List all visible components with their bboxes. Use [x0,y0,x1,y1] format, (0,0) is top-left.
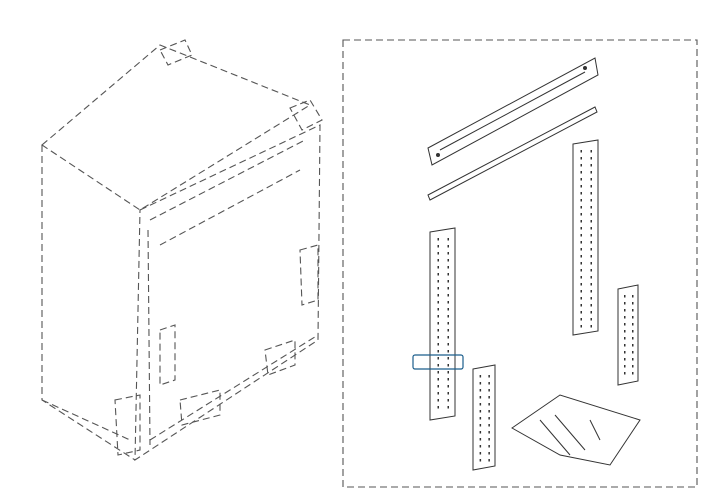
parts-box [342,39,698,488]
top-rail [427,106,598,201]
side-rail-left [429,227,456,421]
dishwasher-outline [41,39,323,462]
side-rail-right [572,139,599,336]
short-rail-front [472,364,496,471]
hardware-bag [511,394,641,466]
top-bracket [427,57,599,166]
highlight-box [412,354,464,370]
short-rail-right [617,284,639,386]
